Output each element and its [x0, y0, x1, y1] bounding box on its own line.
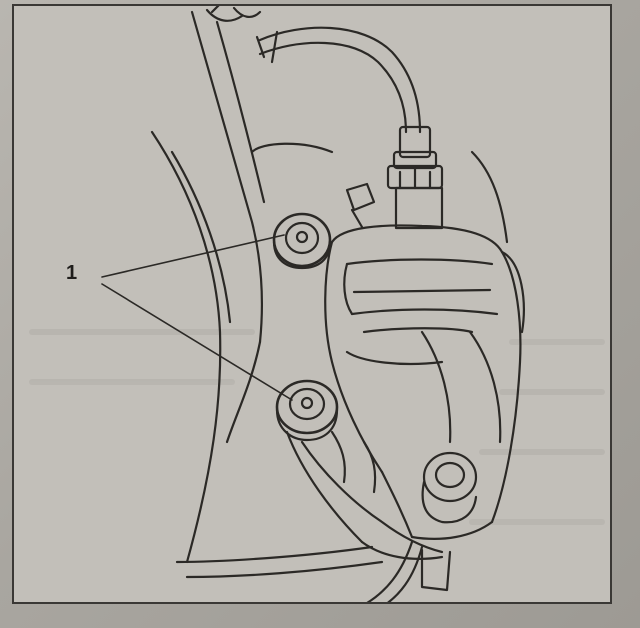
bleed-through-text: [29, 329, 605, 525]
guide-pin-boss: [421, 451, 478, 524]
hose-fitting: [386, 125, 444, 230]
brake-hose: [255, 26, 422, 134]
bleed-screw: [345, 182, 376, 229]
steering-knuckle: [150, 6, 266, 564]
callout-label-1: 1: [66, 262, 78, 284]
illustration-frame: [12, 4, 612, 604]
callout-leader-lines: [101, 234, 293, 401]
brake-caliper-illustration: [29, 6, 605, 602]
wear-sensor-wire: [366, 540, 424, 602]
lower-mounting-bolt: [275, 379, 339, 442]
brake-disc: [175, 142, 509, 579]
upper-mounting-bolt: [272, 212, 332, 270]
caliper-body: [285, 224, 525, 592]
